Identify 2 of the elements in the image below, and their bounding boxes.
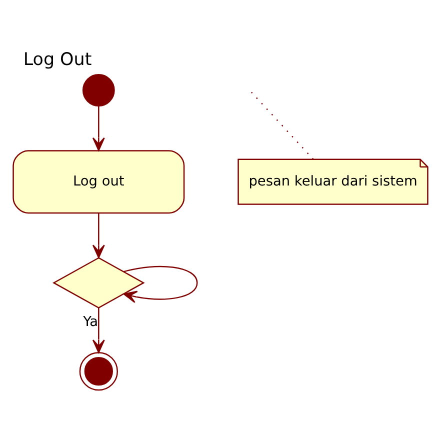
diagram-title: Log Out [23, 49, 92, 70]
edge-label: Ya [83, 314, 98, 330]
